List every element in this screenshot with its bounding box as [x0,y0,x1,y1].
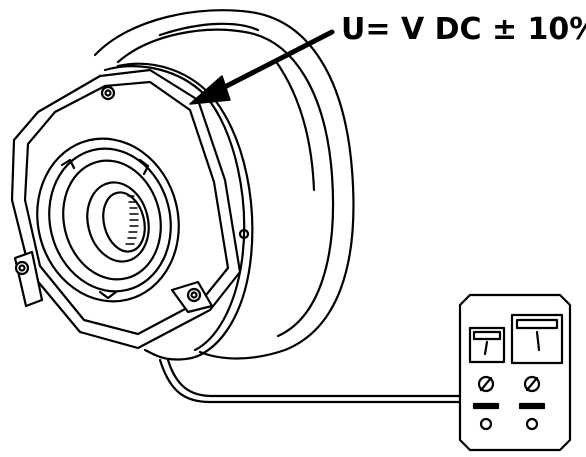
spline-teeth [125,195,139,245]
middle-ring [103,62,254,361]
screw-icon [477,375,495,393]
flange-bolts [14,85,202,303]
control-box [458,293,572,452]
analog-meter-icon [510,313,564,365]
voltage-label: U= V DC ± 10% [341,12,586,47]
hub [36,137,180,303]
arrow-icon [189,29,335,105]
screw-icon [523,375,541,393]
cable [158,358,462,404]
analog-meter-icon [468,326,506,364]
